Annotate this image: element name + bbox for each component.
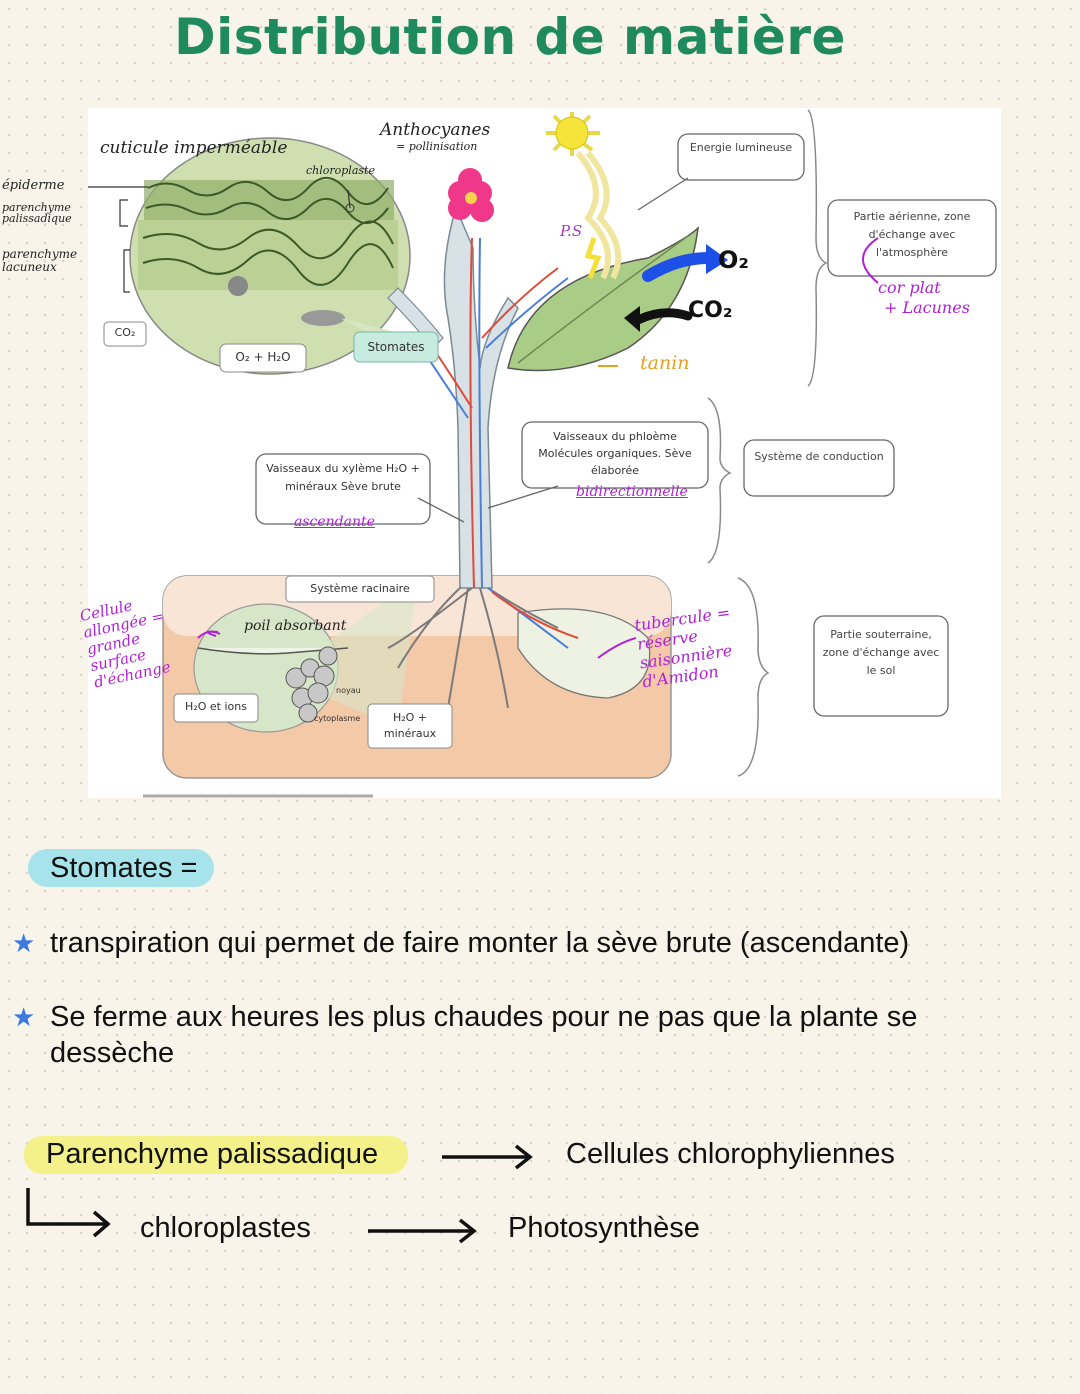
label-ascendante: ascendante — [294, 514, 375, 530]
text-stomates: Stomates — [367, 340, 425, 354]
label-epiderme: épiderme — [2, 178, 65, 193]
chloroplastes: chloroplastes — [140, 1212, 311, 1244]
box-o2-h2o — [219, 343, 307, 373]
text-phloeme: Vaisseaux du phloème Molécules organique… — [538, 430, 692, 477]
star-icon: ★ — [12, 928, 36, 958]
label-cor-plat: cor plat — [878, 278, 941, 297]
text-racinaire: Système racinaire — [310, 582, 410, 595]
label-pollinisation: = pollinisation — [396, 140, 478, 153]
flower — [448, 168, 494, 222]
star-icon: ★ — [12, 1002, 36, 1032]
text-energie: Energie lumineuse — [689, 141, 793, 154]
label-ps: P.S — [560, 222, 583, 240]
box-racinaire — [285, 575, 435, 603]
label-lacunes: + Lacunes — [884, 298, 970, 317]
label-tanin: tanin — [640, 352, 690, 374]
box-h2o-mineraux — [367, 703, 453, 749]
arrow-right-icon — [442, 1144, 533, 1170]
label-cuticule: cuticule imperméable — [100, 138, 288, 158]
box-stomates — [353, 331, 439, 363]
label-cytoplasme: cytoplasme — [314, 714, 361, 723]
plant-stem — [387, 205, 559, 709]
plant-diagram: cuticule imperméable épiderme parenchyme… — [2, 108, 1001, 798]
page-title: Distribution de matière — [174, 8, 846, 66]
label-co2: CO₂ — [688, 298, 733, 323]
text-o2-h2o: O₂ + H₂O — [235, 350, 291, 364]
text-h2o-mineraux: H₂O + minéraux — [383, 711, 437, 740]
box-energie — [637, 133, 805, 211]
label-anthocyanes: Anthocyanes — [380, 120, 491, 140]
text-h2o-ions: H₂O et ions — [185, 700, 247, 713]
box-co2 — [103, 321, 147, 347]
label-poil-absorbant: poil absorbant — [244, 618, 347, 634]
arrow-right-icon — [368, 1218, 477, 1244]
box-souterraine — [813, 615, 949, 717]
text-partie-aerienne: Partie aérienne, zone d'échange avec l'a… — [853, 210, 971, 259]
label-tubercule: tubercule = réserve saisonnière d'Amidon — [633, 602, 734, 692]
box-conduction — [743, 439, 895, 497]
box-h2o-ions — [173, 693, 259, 723]
label-palissadique: parenchyme palissadique — [2, 201, 72, 225]
sun-icon — [546, 112, 622, 280]
leaf-cross-section — [129, 137, 411, 375]
text-souterraine: Partie souterraine, zone d'échange avec … — [822, 628, 940, 677]
text-xyleme: Vaisseaux du xylème H₂O + minéraux Sève … — [266, 462, 420, 493]
bullet-transpiration: transpiration qui permet de faire monter… — [50, 927, 910, 959]
plant-diagram-svg — [88, 109, 997, 798]
label-bidirectionnelle: bidirectionnelle — [576, 484, 688, 500]
label-noyau: noyau — [336, 686, 361, 695]
box-xyleme — [255, 453, 465, 525]
label-chloroplaste: chloroplaste — [306, 164, 375, 177]
text-co2: CO₂ — [114, 326, 136, 339]
arrow-down-right-icon — [26, 1188, 111, 1238]
bullet-fermeture: Se ferme aux heures les plus chaudes pou… — [50, 1001, 918, 1069]
stomates-highlight — [28, 849, 214, 887]
parenchyme-palissadique: Parenchyme palissadique — [46, 1138, 379, 1170]
label-o2: O₂ — [718, 246, 749, 274]
text-conduction: Système de conduction — [754, 450, 884, 463]
box-phloeme — [487, 421, 709, 509]
photosynthese: Photosynthèse — [508, 1212, 700, 1244]
cellules-chlorophyliennes: Cellules chlorophyliennes — [566, 1138, 895, 1170]
palissadique-highlight — [24, 1136, 408, 1174]
stomates-label: Stomates = — [50, 852, 198, 884]
box-partie-aerienne — [827, 199, 997, 277]
label-lacuneux: parenchyme lacuneux — [2, 247, 78, 274]
